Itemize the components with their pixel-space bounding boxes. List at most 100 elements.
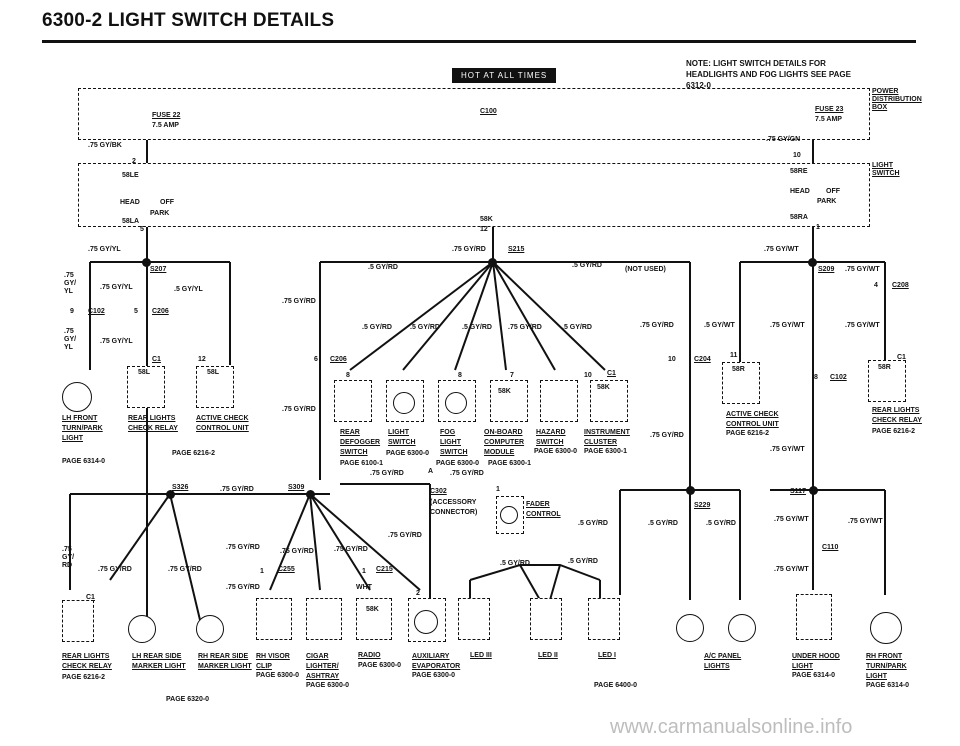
wire-label: .5 GY/RD [362, 324, 392, 331]
wire-label: .75 GY/WT [845, 322, 880, 329]
power-distribution-box [78, 88, 870, 140]
page-title: 6300-2 LIGHT SWITCH DETAILS [42, 10, 335, 31]
wire-label: .75 GY/YL [88, 246, 121, 253]
on-board-label: ON-BOARD COMPUTER MODULE [484, 429, 525, 456]
rear-relay-box [127, 366, 165, 408]
wire-label: .75 GY/RD [282, 406, 316, 413]
term-58k: 58K [480, 216, 493, 223]
rear-relay-label: REAR LIGHTS CHECK RELAY [128, 415, 178, 432]
c102b-label: C102 [830, 374, 847, 381]
cigar-lighter-box [306, 598, 342, 640]
under-hood-box [796, 594, 832, 640]
pin-1c: 1 [362, 568, 366, 575]
pin-10a: 10 [584, 372, 592, 379]
pin-6: 6 [314, 356, 318, 363]
led3-label: LED III [470, 652, 492, 659]
pin-5b: 5 [134, 308, 138, 315]
light-switch-illum-box [386, 380, 424, 422]
wire-label: .75 GY/RD [168, 566, 202, 573]
splice-s229 [686, 486, 695, 495]
term-58la: 58LA [122, 218, 140, 225]
radio-box [356, 598, 392, 640]
pin-1a: 1 [496, 486, 500, 493]
s326-label: S326 [172, 484, 189, 491]
led1-box [588, 598, 620, 640]
lh-front-lamp-icon [62, 382, 92, 412]
wire-label: .5 GY/RD [572, 262, 602, 269]
wire-label: .5 GY/RD [578, 520, 608, 527]
instrument-page: PAGE 6300-1 [584, 448, 628, 455]
wire-label: .75 GY/RD [388, 532, 422, 539]
page-6320: PAGE 6320-0 [166, 696, 210, 703]
note-text: NOTE: LIGHT SWITCH DETAILS FOR HEADLIGHT… [686, 59, 851, 90]
title-rule [42, 40, 916, 43]
wire-label: .5 GY/RD [562, 324, 592, 331]
wire-label: .5 GY/RD [368, 264, 398, 271]
s309-label: S309 [288, 484, 305, 491]
active-check-label: ACTIVE CHECK CONTROL UNIT [196, 415, 249, 432]
term-58k-2: 58K [597, 384, 610, 391]
wire-gy-gn: .75 GY/GN [766, 136, 801, 143]
term-58k-3: 58K [366, 606, 379, 613]
rear-relay2-page: PAGE 6216-2 [872, 428, 916, 435]
term-58l-b: 58L [207, 369, 220, 376]
wire-label: .5 GY/RD [500, 560, 530, 567]
wire-label: (NOT USED) [625, 266, 666, 273]
park-right: PARK [817, 198, 837, 205]
under-hood-page: PAGE 6314-0 [792, 672, 836, 679]
pin-12: 12 [480, 226, 488, 233]
c1b-label: C1 [607, 370, 616, 377]
wire-label: .75 GY/WT [770, 446, 805, 453]
c204-label: C204 [694, 356, 711, 363]
term-58r-1: 58R [732, 366, 745, 373]
rear-lights-b-box [62, 600, 94, 642]
term-58l: 58L [138, 369, 151, 376]
ac-lamp-icon [728, 614, 756, 642]
pin-9: 9 [70, 308, 74, 315]
wire-gy-bk: .75 GY/BK [88, 142, 122, 149]
lh-marker-lamp-icon [128, 615, 156, 643]
wire-label: .75 GY/RD [370, 470, 404, 477]
wire-label: .75 GY/RD [640, 322, 674, 329]
power-distribution-label: POWER DISTRIBUTION BOX [872, 88, 922, 111]
hazard-switch-box [540, 380, 578, 422]
lamp-icon [393, 392, 415, 414]
splice-s209 [808, 258, 817, 267]
page-6216-2: PAGE 6216-2 [172, 450, 216, 457]
led1-label: LED I [598, 652, 616, 659]
c100-label: C100 [480, 108, 497, 115]
fog-switch-label: FOG LIGHT SWITCH [440, 429, 468, 456]
wire-label: .5 GY/RD [410, 324, 440, 331]
lamp-icon [414, 610, 438, 634]
term-58re: 58RE [790, 168, 808, 175]
light-switch-label: LIGHT SWITCH [872, 162, 900, 177]
s215-label: S215 [508, 246, 525, 253]
splice-s326 [166, 490, 175, 499]
wire-label: .75 GY/YL [100, 338, 133, 345]
wire-label: .75 GY/ YL [64, 328, 77, 351]
wire-label: .5 GY/RD [706, 520, 736, 527]
wire-label: .75 GY/RD [508, 324, 542, 331]
watermark: www.carmanualsonline.info [610, 716, 853, 738]
lh-marker-label: LH REAR SIDE MARKER LIGHT [132, 653, 186, 670]
aux-label: AUXILIARY EVAPORATOR [412, 653, 461, 670]
splice-s215 [488, 258, 497, 267]
c206-label: C206 [152, 308, 169, 315]
accessory-label: (ACCESSORY CONNECTOR) [430, 499, 478, 516]
c102-label: C102 [88, 308, 105, 315]
term-58k-1: 58K [498, 388, 511, 395]
led2-box [530, 598, 562, 640]
fuse22-amp: 7.5 AMP [152, 122, 179, 129]
pin-5: 5 [140, 226, 144, 233]
fuse23-amp: 7.5 AMP [815, 116, 842, 123]
fog-switch-page: PAGE 6300-0 [436, 460, 480, 467]
term-58r-2: 58R [878, 364, 891, 371]
pin-2: 2 [132, 158, 136, 165]
ac-lamp-icon [676, 614, 704, 642]
off-right: OFF [826, 188, 840, 195]
rh-marker-label: RH REAR SIDE MARKER LIGHT [198, 653, 252, 670]
c1d-label: C1 [86, 594, 95, 601]
pin-12b: 12 [198, 356, 206, 363]
light-switch-box [78, 163, 870, 227]
rear-lights-b-label: REAR LIGHTS CHECK RELAY [62, 653, 112, 670]
